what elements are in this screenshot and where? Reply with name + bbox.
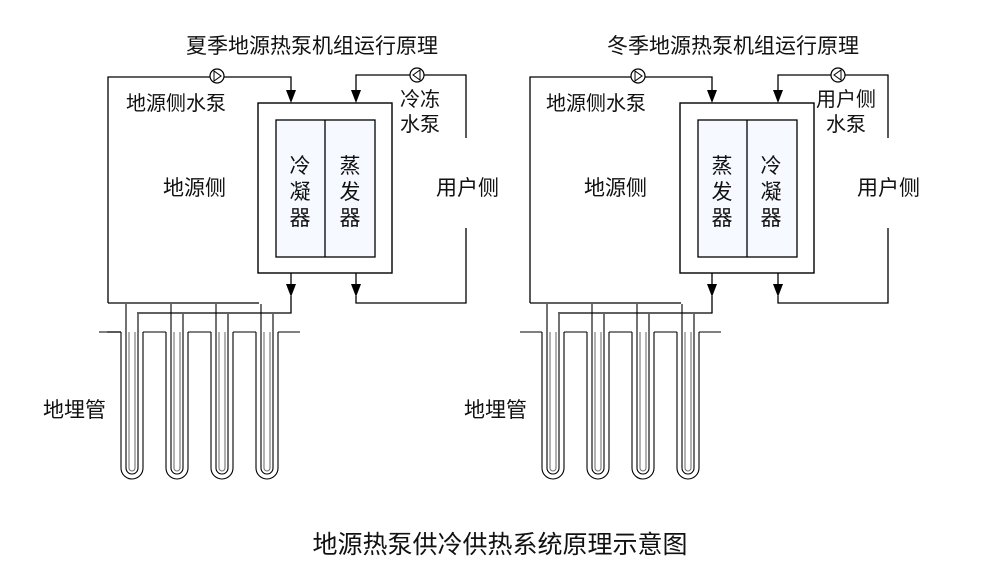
u-tube-pipe bbox=[681, 304, 695, 475]
u-tube-inner bbox=[218, 332, 226, 472]
user-pump-label-2: 水泵 bbox=[826, 112, 866, 136]
summer-title: 夏季地源热泵机组运行原理 bbox=[186, 34, 438, 58]
ground-pump-label: 地源侧水泵 bbox=[126, 91, 226, 115]
user-return-line bbox=[355, 228, 467, 304]
u-tube-inner bbox=[128, 332, 136, 472]
u-tube-pipe bbox=[591, 304, 605, 475]
ground-pump-label: 地源侧水泵 bbox=[546, 91, 646, 115]
ground-supply-pipe bbox=[529, 76, 713, 303]
condenser-label-2: 凝 bbox=[290, 180, 311, 204]
condenser-label-3: 器 bbox=[761, 206, 782, 230]
borehole-wall bbox=[120, 332, 144, 480]
user-return-line bbox=[777, 228, 889, 304]
user-pump-label-1: 冷冻 bbox=[400, 87, 440, 111]
condenser-label-2: 凝 bbox=[761, 180, 782, 204]
flow-arrow-down bbox=[707, 284, 717, 297]
ground-side-label: 地源侧 bbox=[584, 176, 647, 200]
borehole-wall bbox=[165, 332, 189, 480]
u-tube-inner bbox=[549, 332, 557, 472]
user-side-label: 用户侧 bbox=[436, 176, 499, 200]
u-tube-inner bbox=[594, 332, 602, 472]
ground-return-header bbox=[558, 296, 713, 314]
user-side-label: 用户侧 bbox=[857, 176, 920, 200]
u-tube-pipe bbox=[170, 304, 184, 475]
u-tube-inner bbox=[173, 332, 181, 472]
u-tube-pipe bbox=[260, 304, 274, 475]
condenser-label-1: 冷 bbox=[761, 154, 782, 178]
pump-right-icon bbox=[630, 68, 646, 84]
borehole-wall bbox=[676, 332, 700, 480]
borehole-field bbox=[99, 304, 300, 480]
borehole-wall bbox=[210, 332, 234, 480]
ground-supply-pipe bbox=[107, 76, 292, 303]
flow-arrow-down bbox=[773, 90, 783, 103]
flow-arrow-down bbox=[286, 284, 296, 297]
ground-return-header bbox=[137, 296, 292, 314]
flow-arrow-down bbox=[286, 90, 296, 103]
condenser-label-1: 冷 bbox=[290, 154, 311, 178]
u-tube-pipe bbox=[215, 304, 229, 475]
evaporator-label-1: 蒸 bbox=[340, 154, 361, 178]
diagram-caption: 地源热泵供冷供热系统原理示意图 bbox=[312, 530, 687, 559]
user-pump-label-2: 水泵 bbox=[400, 112, 440, 136]
flow-arrow-down bbox=[351, 90, 361, 103]
u-tube-pipe bbox=[125, 304, 139, 475]
u-tube-pipe bbox=[546, 304, 560, 475]
flow-arrow-down bbox=[773, 284, 783, 297]
condenser-label-3: 器 bbox=[290, 206, 311, 230]
winter-title: 冬季地源热泵机组运行原理 bbox=[607, 34, 859, 58]
u-tube-pipe bbox=[636, 304, 650, 475]
pump-left-icon bbox=[830, 67, 846, 83]
user-pump-label-1: 用户侧 bbox=[816, 87, 876, 111]
flow-arrow-down bbox=[351, 284, 361, 297]
borehole-wall bbox=[586, 332, 610, 480]
evaporator-label-2: 发 bbox=[712, 180, 733, 204]
u-tube-inner bbox=[639, 332, 647, 472]
borehole-field bbox=[520, 304, 721, 480]
pump-left-icon bbox=[409, 67, 425, 83]
u-tube-inner bbox=[263, 332, 271, 472]
winter-diagram: 冬季地源热泵机组运行原理 地源侧水泵 用户侧 水泵 蒸 发 器 冷 凝 器 地源… bbox=[464, 34, 920, 480]
buried-pipe-label: 地埋管 bbox=[43, 398, 106, 422]
u-tube-inner bbox=[684, 332, 692, 472]
evaporator-label-3: 器 bbox=[340, 206, 361, 230]
evaporator-label-1: 蒸 bbox=[712, 154, 733, 178]
buried-pipe-label: 地埋管 bbox=[464, 398, 527, 422]
borehole-wall bbox=[255, 332, 279, 480]
pump-right-icon bbox=[209, 68, 225, 84]
summer-diagram: 夏季地源热泵机组运行原理 地源侧水泵 冷冻 水泵 冷 凝 器 蒸 发 器 地源侧… bbox=[43, 34, 499, 480]
borehole-wall bbox=[541, 332, 565, 480]
flow-arrow-down bbox=[707, 90, 717, 103]
evaporator-label-2: 发 bbox=[340, 180, 361, 204]
evaporator-label-3: 器 bbox=[712, 206, 733, 230]
borehole-wall bbox=[631, 332, 655, 480]
ground-side-label: 地源侧 bbox=[163, 176, 226, 200]
